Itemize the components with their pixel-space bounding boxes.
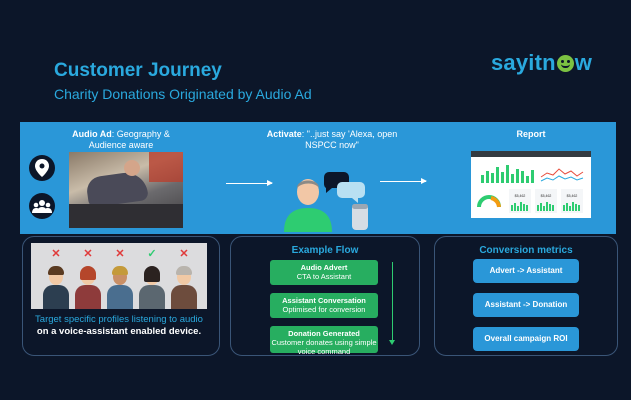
smart-speaker-icon [352,204,368,230]
flow-progress-line [392,262,393,342]
arrow-down-icon [389,340,395,345]
report-tile-value: $5,462 [567,194,578,198]
voice-user-illustration [284,172,368,232]
metric-overall-campaign-roi[interactable]: Overall campaign ROI [473,327,579,351]
cross-icon: ✕ [51,248,61,260]
conversion-metrics-title: Conversion metrics [479,245,573,256]
page-title: Customer Journey [54,60,222,81]
arrow-right-icon [380,178,427,184]
report-dashboard: $5,462 $5,462 $5,462 [471,151,591,218]
profile-avatar [41,257,71,309]
cross-icon: ✕ [179,248,189,260]
profile-avatar [137,257,167,309]
example-flow-title: Example Flow [291,245,359,256]
activate-label: Activate: "..just say 'Alexa, open NSPCC… [266,129,398,150]
report-tile-value: $5,462 [515,194,526,198]
report-label: Report [516,129,546,139]
check-icon: ✓ [147,248,157,260]
profile-avatar [169,257,199,309]
audience-group-icon [29,193,55,219]
audience-profiles-illustration: ✕ ✕ ✕ ✓ ✕ [31,243,207,309]
cross-icon: ✕ [115,248,125,260]
page-subtitle: Charity Donations Originated by Audio Ad [54,86,312,102]
listener-photo [69,152,183,228]
metric-assistant-to-donation[interactable]: Assistant -> Donation [473,293,579,317]
profile-avatar [105,257,135,309]
cross-icon: ✕ [83,248,93,260]
targeting-description: Target specific profiles listening to au… [35,314,203,337]
smiley-icon [556,55,574,72]
location-pin-icon [29,155,55,181]
arrow-right-icon [226,180,273,186]
profile-avatar [73,257,103,309]
metric-advert-to-assistant[interactable]: Advert -> Assistant [473,259,579,283]
audio-ad-label: Audio Ad: Geography & Audience aware [72,129,170,150]
report-tile-value: $5,462 [541,194,552,198]
